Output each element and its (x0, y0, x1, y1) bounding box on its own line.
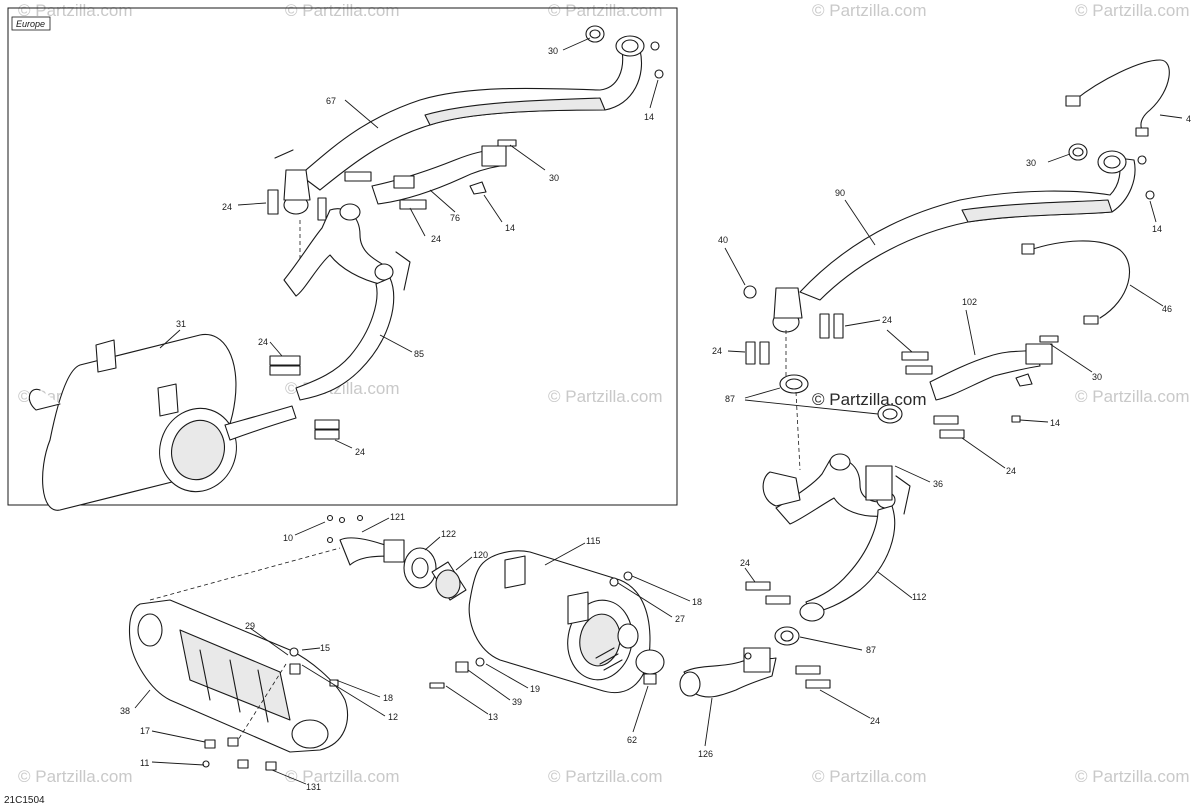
callout-label: 14 (1152, 224, 1162, 234)
muffler-31 (28, 333, 297, 511)
callout-label: 87 (866, 645, 876, 655)
callout-label: 76 (450, 213, 460, 223)
callout-label: 14 (1050, 418, 1060, 428)
callout-leaders (134, 37, 1183, 785)
callout-label: 19 (530, 684, 540, 694)
watermark: © Partzilla.com (285, 767, 400, 786)
y-pipe-85 (283, 203, 411, 401)
header-pipe-67 (274, 25, 664, 215)
callout-label: 24 (1006, 466, 1016, 476)
europe-inset: Europe (7, 7, 678, 506)
callout-label: 17 (140, 726, 150, 736)
callout-label: 30 (1092, 372, 1102, 382)
callout-label: 131 (306, 782, 321, 792)
callout-label: 18 (383, 693, 393, 703)
header-pipe-90 (743, 143, 1155, 333)
callout-label: 24 (740, 558, 750, 568)
watermark: © Partzilla.com (812, 1, 927, 20)
callout-label: 36 (933, 479, 943, 489)
callout-label: 11 (140, 758, 149, 768)
callout-label: 62 (627, 735, 637, 745)
gasket-122 (403, 547, 437, 589)
callout-label: 14 (505, 223, 515, 233)
parts-drawing: © Partzilla.com (28, 25, 1170, 771)
callout-label: 67 (326, 96, 336, 106)
callout-label: 30 (1026, 158, 1036, 168)
callout-label: 38 (120, 706, 130, 716)
bracket-36 (865, 465, 893, 501)
watermark: © Partzilla.com (548, 387, 663, 406)
watermark: © Partzilla.com (548, 767, 663, 786)
callout-labels: 30 14 67 30 24 76 14 24 31 24 85 24 4 30… (120, 46, 1191, 792)
callout-label: 24 (258, 337, 268, 347)
watermark: © Partzilla.com (1075, 1, 1190, 20)
callout-label: 126 (698, 749, 713, 759)
clamp-62 (635, 649, 665, 685)
callout-label: 31 (176, 319, 186, 329)
callout-label: 4 (1186, 114, 1191, 124)
callout-label: 112 (912, 592, 926, 602)
pipe-76 (371, 145, 507, 205)
callout-label: 24 (712, 346, 722, 356)
callout-label: 39 (512, 697, 522, 707)
brand-text: © Partzilla.com (812, 390, 927, 409)
callout-label: 29 (245, 621, 255, 631)
callout-label: 46 (1162, 304, 1172, 314)
callout-label: 24 (222, 202, 232, 212)
diagram-code: 21C1504 (4, 795, 45, 806)
callout-label: 102 (962, 297, 977, 307)
callout-label: 115 (586, 536, 600, 546)
callout-label: 12 (388, 712, 398, 722)
pipe-126 (679, 647, 777, 698)
outlet-pipe-121 (326, 514, 405, 566)
callout-label: 121 (390, 512, 405, 522)
watermark: © Partzilla.com (1075, 387, 1190, 406)
callout-label: 24 (882, 315, 892, 325)
heat-shield-38 (128, 599, 349, 771)
springs-right (745, 313, 1059, 689)
callout-label: 30 (549, 173, 559, 183)
callout-label: 27 (675, 614, 685, 624)
callout-label: 24 (870, 716, 880, 726)
callout-label: 14 (644, 112, 654, 122)
watermark: © Partzilla.com (548, 1, 663, 20)
watermark: © Partzilla.com (285, 1, 400, 20)
o2-sensor-4 (1065, 59, 1170, 137)
region-tag-box (11, 16, 51, 31)
callout-label: 24 (431, 234, 441, 244)
watermark: © Partzilla.com (18, 1, 133, 20)
muffler-115 (429, 550, 651, 694)
callout-label: 30 (548, 46, 558, 56)
assembly-lines (149, 220, 801, 741)
callout-label: 24 (355, 447, 365, 457)
seal-120 (431, 561, 467, 601)
springs-inset (267, 139, 517, 440)
callout-label: 85 (414, 349, 424, 359)
callout-label: 120 (473, 550, 488, 560)
watermark: © Partzilla.com (812, 767, 927, 786)
callout-label: 87 (725, 394, 735, 404)
pipe-102 (929, 343, 1053, 423)
watermark: © Partzilla.com (18, 767, 133, 786)
region-tag: Europe (16, 19, 45, 29)
callout-label: 122 (441, 529, 456, 539)
callout-label: 15 (320, 643, 330, 653)
callout-label: 13 (488, 712, 498, 722)
watermark: © Partzilla.com (1075, 767, 1190, 786)
inset-frame (7, 7, 678, 506)
callout-label: 10 (283, 533, 293, 543)
o2-sensor-46 (1021, 240, 1130, 325)
callout-label: 40 (718, 235, 728, 245)
callout-label: 18 (692, 597, 702, 607)
callout-label: 90 (835, 188, 845, 198)
